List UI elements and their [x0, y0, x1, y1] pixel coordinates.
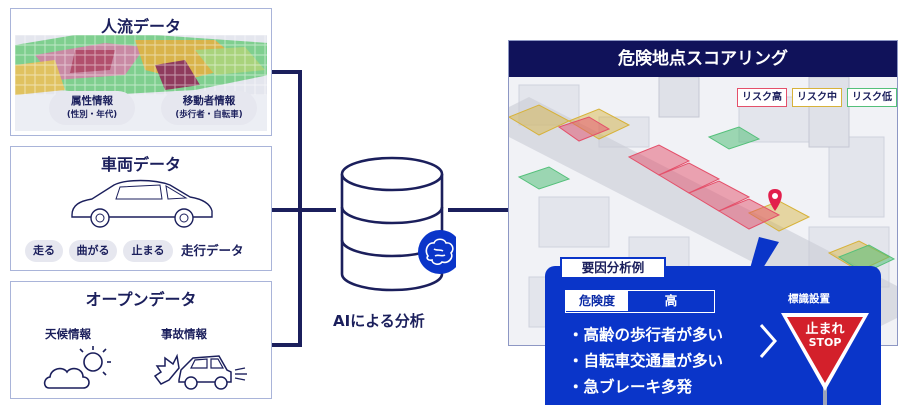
open-data-panel: オープンデータ 天候情報 事故情報: [10, 281, 272, 399]
connector-open: [272, 343, 302, 347]
people-flow-title: 人流データ: [100, 17, 181, 36]
vehicle-data-panel: 車両データ 走る 曲がる 止まる 走行データ: [10, 146, 272, 271]
accident-icon: [153, 353, 247, 390]
vehicle-data-title: 車両データ: [100, 155, 181, 174]
legend-low: リスク低: [847, 88, 897, 107]
ai-analysis-label: AIによる分析: [333, 312, 425, 330]
risk-level-row: 危険度 高: [565, 290, 715, 313]
heatmap-image: 属性情報 (性別・年代) 移動者情報 (歩行者・自転車): [15, 35, 267, 131]
connector-vehicle: [272, 208, 336, 212]
connector-output: [448, 208, 510, 212]
risk-level-value: 高: [664, 293, 678, 308]
chip-stop: 止まる: [123, 240, 173, 262]
legend-mid: リスク中: [792, 88, 842, 107]
factor-2: ・自転車交通量が多い: [568, 352, 724, 370]
connector-trunk: [298, 70, 302, 347]
mover-info-label: 移動者情報: [182, 95, 236, 107]
database-icon: [340, 156, 456, 292]
attribute-info-sub: (性別・年代): [66, 110, 118, 120]
location-pin-icon: [768, 189, 782, 211]
chip-turn: 曲がる: [69, 240, 117, 262]
sign-install-label: 標識設置: [788, 293, 830, 305]
attribute-info-pill: 属性情報 (性別・年代): [49, 91, 135, 125]
stop-sign-top-text: 止まれ: [805, 322, 845, 337]
accident-info-label: 事故情報: [161, 327, 207, 341]
brain-icon: [425, 238, 454, 265]
connector-people: [272, 70, 302, 74]
chevron-right-icon: [759, 324, 777, 358]
risk-level-key: 危険度: [566, 291, 628, 311]
car-icon: [71, 179, 213, 228]
weather-info-label: 天候情報: [45, 327, 91, 341]
mover-info-pill: 移動者情報 (歩行者・自転車): [161, 91, 257, 125]
people-flow-panel: 人流データ 属性情報 (性別・: [10, 8, 272, 136]
factor-3: ・急ブレーキ多発: [568, 378, 693, 396]
legend-high: リスク高: [737, 88, 787, 107]
mover-info-sub: (歩行者・自転車): [175, 110, 243, 120]
stop-sign-icon: [781, 313, 869, 405]
weather-icon: [43, 346, 111, 389]
factor-1: ・高齢の歩行者が多い: [568, 326, 724, 344]
attribute-info-label: 属性情報: [71, 95, 113, 107]
running-data-label: 走行データ: [181, 243, 244, 258]
factor-analysis-title: 要因分析例: [560, 257, 666, 279]
chip-run: 走る: [25, 240, 63, 262]
stop-sign-bottom-text: STOP: [808, 336, 842, 349]
risk-scoring-title: 危険地点スコアリング: [509, 41, 897, 77]
open-data-title: オープンデータ: [85, 290, 197, 309]
